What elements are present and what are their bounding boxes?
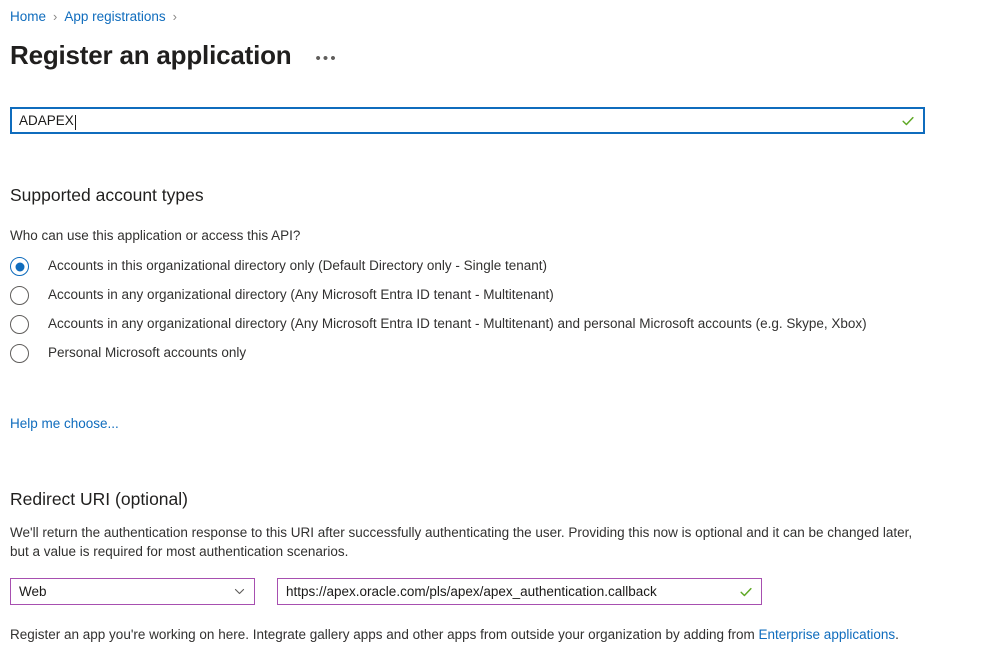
supported-account-types-heading: Supported account types bbox=[10, 185, 204, 205]
radio-option-label: Accounts in this organizational director… bbox=[48, 258, 547, 273]
radio-option-single-tenant[interactable]: Accounts in this organizational director… bbox=[10, 256, 940, 276]
application-name-input[interactable]: ADAPEX bbox=[10, 107, 925, 134]
radio-option-label: Accounts in any organizational directory… bbox=[48, 287, 554, 302]
redirect-uri-type-select[interactable]: Web bbox=[10, 578, 255, 605]
radio-option-label: Personal Microsoft accounts only bbox=[48, 345, 247, 360]
enterprise-applications-link[interactable]: Enterprise applications bbox=[758, 627, 896, 642]
text-caret bbox=[74, 115, 76, 130]
redirect-uri-description: We'll return the authentication response… bbox=[10, 525, 913, 559]
radio-option-multitenant[interactable]: Accounts in any organizational directory… bbox=[10, 285, 940, 305]
supported-account-types-radio-group: Accounts in this organizational director… bbox=[10, 256, 940, 372]
check-icon bbox=[740, 587, 752, 596]
redirect-uri-heading: Redirect URI (optional) bbox=[10, 489, 188, 509]
breadcrumb-separator-icon: › bbox=[53, 9, 58, 24]
footer-text-before: Register an app you're working on here. … bbox=[10, 627, 759, 642]
radio-option-multitenant-and-personal[interactable]: Accounts in any organizational directory… bbox=[10, 314, 940, 334]
radio-mark-icon bbox=[10, 315, 29, 334]
breadcrumb-separator-icon: › bbox=[172, 9, 178, 24]
help-me-choose-link[interactable]: Help me choose... bbox=[10, 416, 119, 431]
breadcrumb-item-home[interactable]: Home bbox=[10, 9, 47, 24]
radio-mark-icon bbox=[10, 286, 29, 305]
title-row: Register an application ••• bbox=[10, 38, 340, 72]
footer-note: Register an app you're working on here. … bbox=[10, 625, 899, 644]
application-name-value: ADAPEX bbox=[19, 112, 74, 128]
radio-mark-icon bbox=[10, 257, 29, 276]
breadcrumb-item-app-registrations[interactable]: App registrations bbox=[64, 9, 166, 24]
redirect-uri-value: https://apex.oracle.com/pls/apex/apex_au… bbox=[286, 583, 657, 599]
more-options-icon[interactable]: ••• bbox=[315, 50, 338, 67]
radio-option-label: Accounts in any organizational directory… bbox=[48, 316, 867, 331]
supported-account-types-question: Who can use this application or access t… bbox=[10, 228, 301, 243]
chevron-down-icon bbox=[234, 588, 245, 595]
redirect-uri-row: Web https://apex.oracle.com/pls/apex/ape… bbox=[10, 578, 762, 605]
redirect-uri-type-value: Web bbox=[19, 583, 47, 599]
footer-text-after: . bbox=[895, 627, 899, 642]
check-icon bbox=[902, 116, 914, 125]
page-title: Register an application bbox=[10, 40, 292, 70]
breadcrumb: Home › App registrations › bbox=[10, 8, 184, 26]
radio-option-personal-only[interactable]: Personal Microsoft accounts only bbox=[10, 343, 940, 363]
redirect-uri-input[interactable]: https://apex.oracle.com/pls/apex/apex_au… bbox=[277, 578, 762, 605]
radio-mark-icon bbox=[10, 344, 29, 363]
